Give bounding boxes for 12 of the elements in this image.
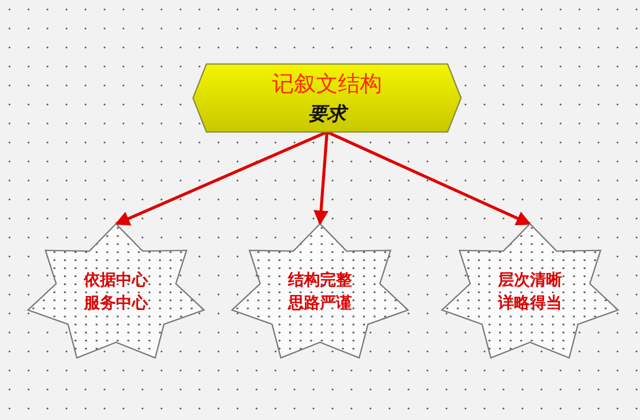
node-text: 层次清晰详略得当 [496, 268, 563, 314]
star-shape [232, 224, 408, 358]
subtitle-text: 要求 [308, 101, 346, 127]
node-text: 依据中心服务中心 [82, 268, 150, 314]
hexagon-box [193, 64, 461, 132]
arrow [326, 130, 532, 226]
node-text: 结构完整思路严谨 [286, 268, 353, 314]
title-text: 记叙文结构 [272, 71, 382, 99]
star-shape [28, 224, 204, 358]
arrow [114, 130, 328, 226]
arrow [314, 132, 328, 226]
star-shape [442, 224, 618, 358]
